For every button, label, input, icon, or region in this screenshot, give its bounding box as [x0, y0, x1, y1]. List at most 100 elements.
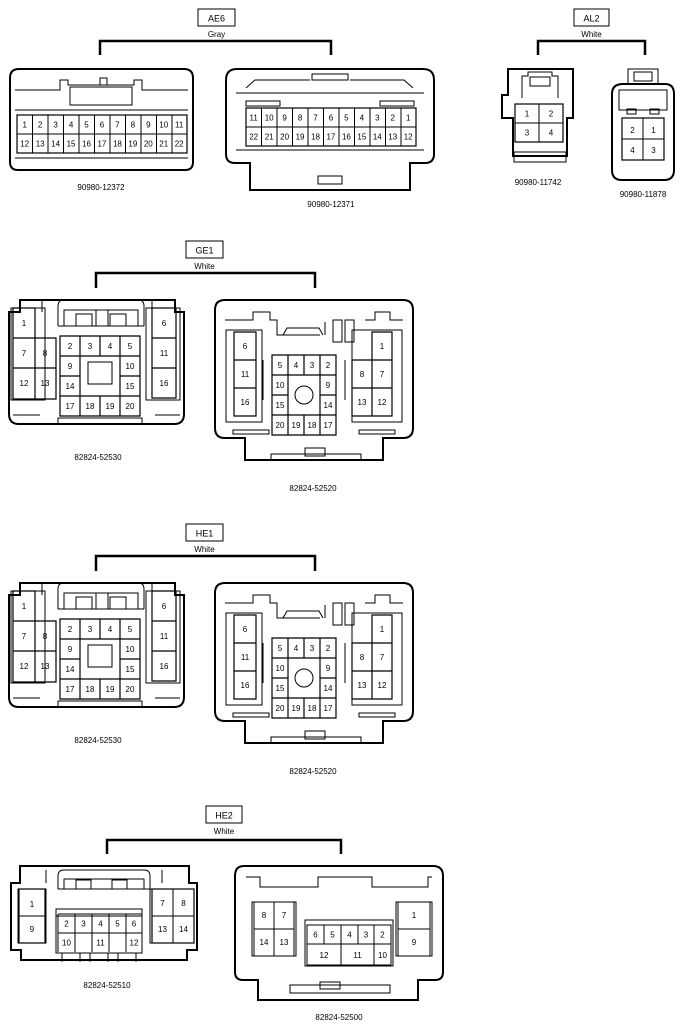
- pin-number: 17: [66, 685, 75, 694]
- pin-number: 22: [249, 133, 258, 142]
- pin-number: 15: [276, 684, 285, 693]
- pin-number: 19: [106, 402, 115, 411]
- pin-number: 18: [86, 402, 95, 411]
- pin-number: 8: [43, 349, 48, 358]
- pin-number: 1: [412, 911, 417, 920]
- pin-number: 10: [126, 362, 135, 371]
- group-bracket: [94, 271, 317, 288]
- pin-number: 18: [113, 140, 122, 149]
- pin-number: 8: [360, 370, 365, 379]
- pin-number: 20: [144, 140, 153, 149]
- pin-number: 10: [265, 114, 274, 123]
- pin-number: 6: [132, 920, 137, 929]
- pin-number: 16: [241, 398, 250, 407]
- pin-number: 21: [265, 133, 274, 142]
- pin-number: 8: [262, 911, 267, 920]
- pin-number: 9: [412, 938, 417, 947]
- pin-number: 5: [278, 361, 283, 370]
- part-number: 82824-52530: [74, 736, 122, 745]
- pin-number: 14: [324, 684, 333, 693]
- pin-number: 20: [126, 402, 135, 411]
- pin-number: 14: [324, 401, 333, 410]
- pin-number: 1: [525, 110, 530, 119]
- group-label: HE2: [215, 811, 233, 821]
- pin-number: 9: [326, 381, 331, 390]
- pin-number: 14: [179, 925, 188, 934]
- part-number: 82824-52530: [74, 453, 122, 462]
- group-bracket: [105, 838, 343, 854]
- pin-number: 17: [326, 133, 335, 142]
- pin-number: 10: [378, 951, 387, 960]
- pin-number: 8: [298, 114, 303, 123]
- pin-number: 9: [146, 121, 151, 130]
- pin-number: 13: [41, 662, 50, 671]
- pin-number: 18: [308, 421, 317, 430]
- part-number: 82824-52510: [83, 981, 131, 990]
- group-color: White: [214, 827, 235, 836]
- pin-number: 17: [324, 421, 333, 430]
- pin-number: 6: [162, 319, 167, 328]
- pin-number: 7: [115, 121, 120, 130]
- pin-number: 7: [380, 370, 385, 379]
- pin-number: 3: [375, 114, 380, 123]
- pin-number: 17: [324, 704, 333, 713]
- pin-number: 5: [344, 114, 349, 123]
- pin-number: 3: [88, 625, 93, 634]
- pin-number: 16: [82, 140, 91, 149]
- pin-number: 15: [126, 382, 135, 391]
- pin-number: 2: [64, 920, 69, 929]
- pin-number: 20: [280, 133, 289, 142]
- pin-number: 14: [66, 382, 75, 391]
- pin-number: 15: [126, 665, 135, 674]
- pin-number: 9: [326, 664, 331, 673]
- part-number: 82824-52520: [289, 767, 337, 776]
- pin-number: 3: [651, 146, 656, 155]
- pin-number: 15: [276, 401, 285, 410]
- pin-number: 16: [342, 133, 351, 142]
- pin-number: 5: [128, 342, 133, 351]
- pin-number: 6: [162, 602, 167, 611]
- pin-number: 6: [100, 121, 105, 130]
- pin-number: 12: [20, 662, 29, 671]
- pin-number: 7: [22, 632, 27, 641]
- pin-number: 16: [241, 681, 250, 690]
- pin-number: 2: [549, 110, 554, 119]
- pin-number: 6: [313, 931, 318, 940]
- group-label: HE1: [196, 529, 214, 539]
- group-color: Gray: [208, 30, 225, 39]
- group-ae6: AE6 Gray 1122133144155166177188199201021…: [9, 8, 435, 209]
- pin-number: 1: [22, 319, 27, 328]
- pin-number: 2: [326, 644, 331, 653]
- pin-number: 2: [391, 114, 396, 123]
- pin-number: 3: [310, 361, 315, 370]
- pin-number: 1: [30, 900, 35, 909]
- part-number: 90980-12372: [77, 183, 125, 192]
- pin-number: 4: [294, 644, 299, 653]
- pin-number: 10: [62, 939, 71, 948]
- pin-number: 12: [378, 681, 387, 690]
- pin-number: 5: [84, 121, 89, 130]
- pin-number: 11: [241, 370, 250, 379]
- group-bracket: [536, 39, 647, 55]
- pin-number: 13: [280, 938, 289, 947]
- pin-number: 12: [404, 133, 413, 142]
- pin-number: 2: [68, 625, 73, 634]
- pin-number: 13: [158, 925, 167, 934]
- pin-number: 5: [278, 644, 283, 653]
- pin-number: 11: [160, 632, 169, 641]
- pin-number: 10: [159, 121, 168, 130]
- pin-number: 1: [380, 625, 385, 634]
- pin-number: 3: [310, 644, 315, 653]
- pin-number: 18: [311, 133, 320, 142]
- pin-number: 6: [243, 342, 248, 351]
- pin-grid: [16, 114, 188, 154]
- group-bracket: [98, 39, 333, 55]
- pin-number: 3: [81, 920, 86, 929]
